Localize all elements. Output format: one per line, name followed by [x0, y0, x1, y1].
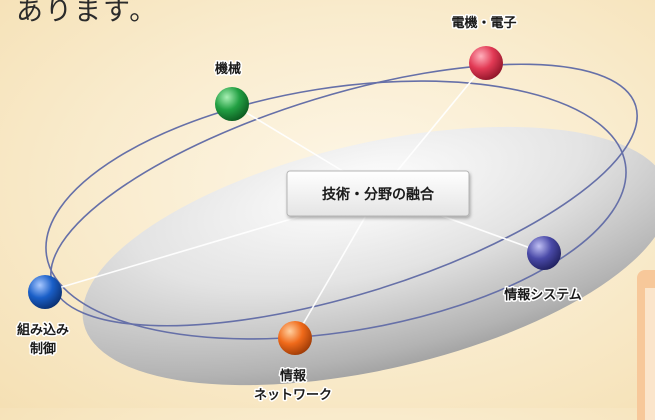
- disc-surface: [82, 126, 655, 386]
- label-electrical: 電機・電子: [451, 15, 516, 31]
- label-information-systems: 情報システム: [504, 287, 582, 303]
- orbit-ring-2: [45, 80, 627, 340]
- center-label: 技術・分野の融合: [322, 186, 435, 203]
- sphere-information-systems: [527, 236, 561, 270]
- sphere-electrical: [469, 46, 503, 80]
- top-text: あります。: [16, 0, 159, 27]
- label-mechanical: 機械: [215, 61, 241, 77]
- sphere-embedded-control: [28, 275, 62, 309]
- connector-information-network: [294, 192, 380, 339]
- label-information-network-line2: ネットワーク: [254, 388, 332, 403]
- sphere-information-network: [278, 321, 312, 355]
- label-information-network-line1: 情報: [280, 368, 307, 384]
- label-embedded-control-line1: 組み込み: [17, 322, 69, 338]
- label-embedded-control-line2: 制御: [30, 341, 56, 357]
- side-panel-inner: [645, 288, 655, 420]
- side-panel: [637, 270, 655, 420]
- center-box: [286, 170, 470, 217]
- fusion-diagram: 技術・分野の融合 電機・電子 機械 情報システム 情報 ネットワーク 組み込み …: [15, 14, 655, 405]
- sphere-mechanical: [215, 87, 249, 121]
